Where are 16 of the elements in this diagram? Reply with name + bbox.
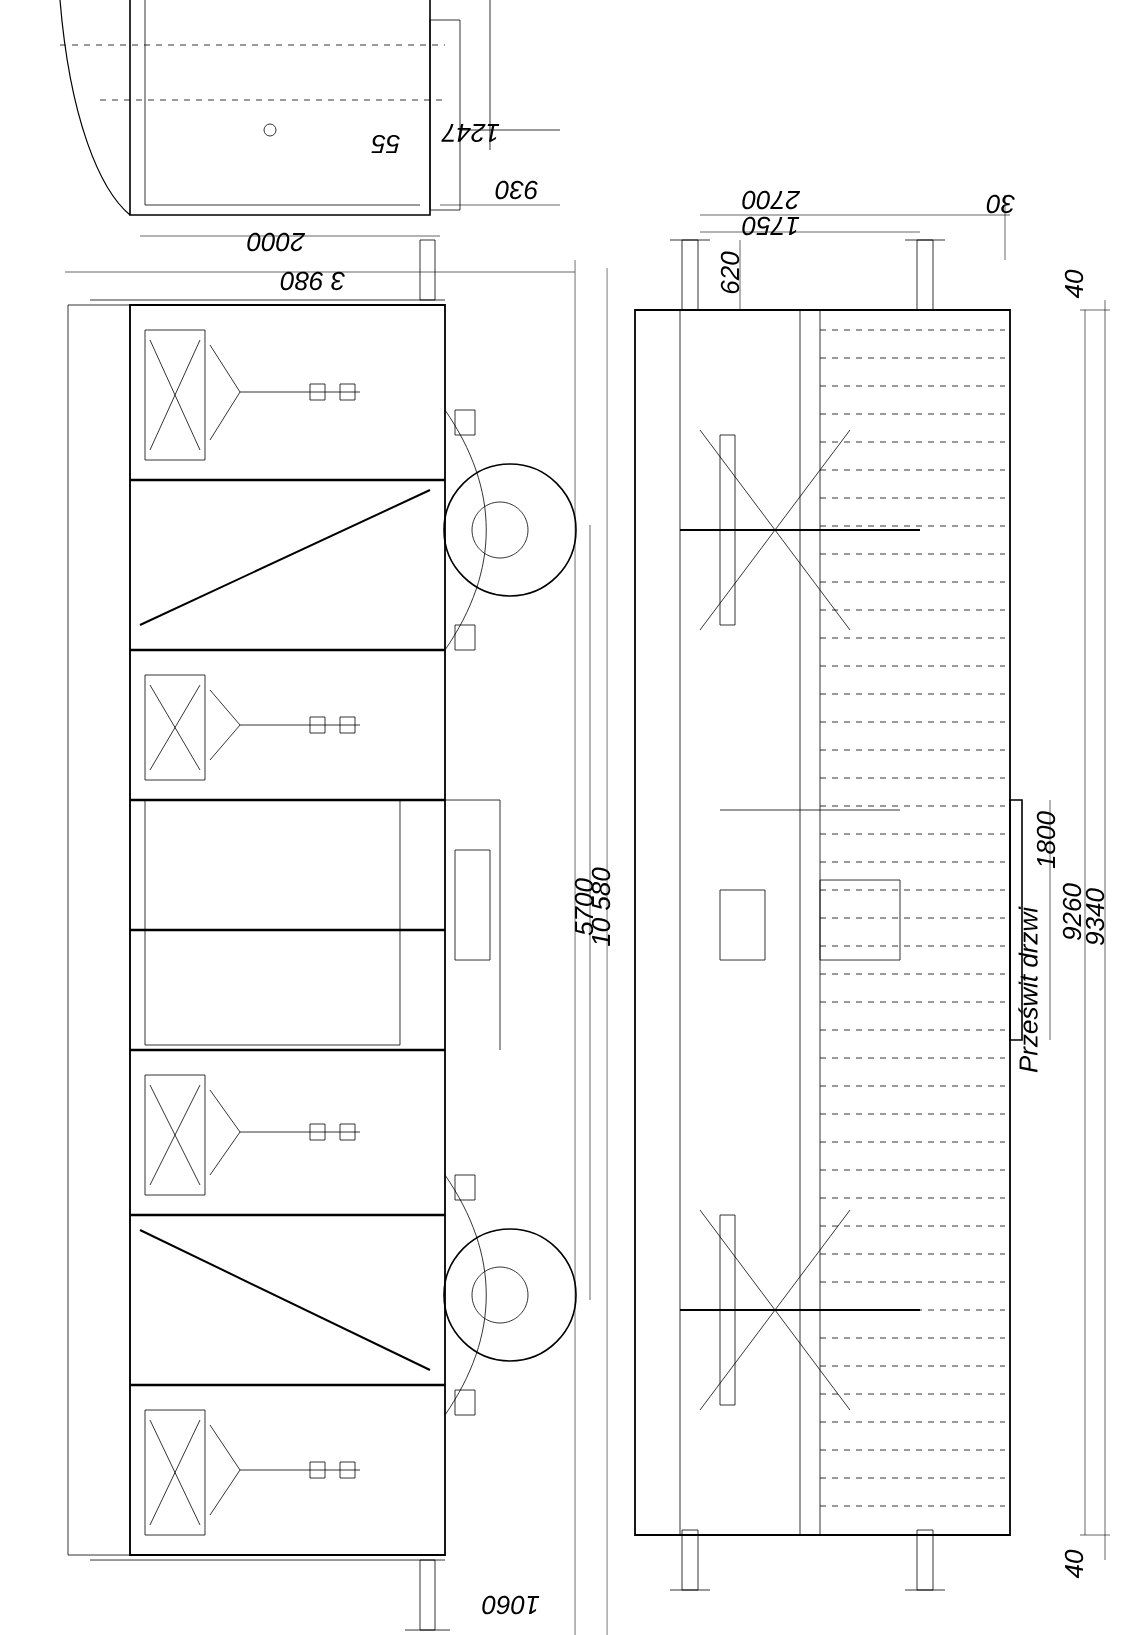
- dimension-label: 3 980: [280, 271, 345, 291]
- dimension-label: 9340: [1085, 888, 1105, 946]
- dimension-label: 1750: [742, 216, 800, 236]
- dimension-label: 30: [986, 194, 1015, 214]
- dimension-label: Prześwit drzwi: [1018, 906, 1038, 1073]
- dimension-label: 1800: [1036, 811, 1056, 869]
- dimension-label: 1247: [441, 123, 500, 143]
- dimension-label: 620: [720, 251, 740, 294]
- dimension-label: 55: [371, 134, 400, 154]
- dimension-label: 9260: [1062, 883, 1082, 941]
- dimension-label: 930: [495, 180, 538, 200]
- dimension-label: 1060: [482, 1595, 540, 1615]
- dimension-label: 40: [1064, 1549, 1084, 1579]
- dimension-label: 40: [1064, 269, 1084, 299]
- dimension-label: 2700: [742, 190, 801, 210]
- dimension-label: 2000: [247, 232, 306, 252]
